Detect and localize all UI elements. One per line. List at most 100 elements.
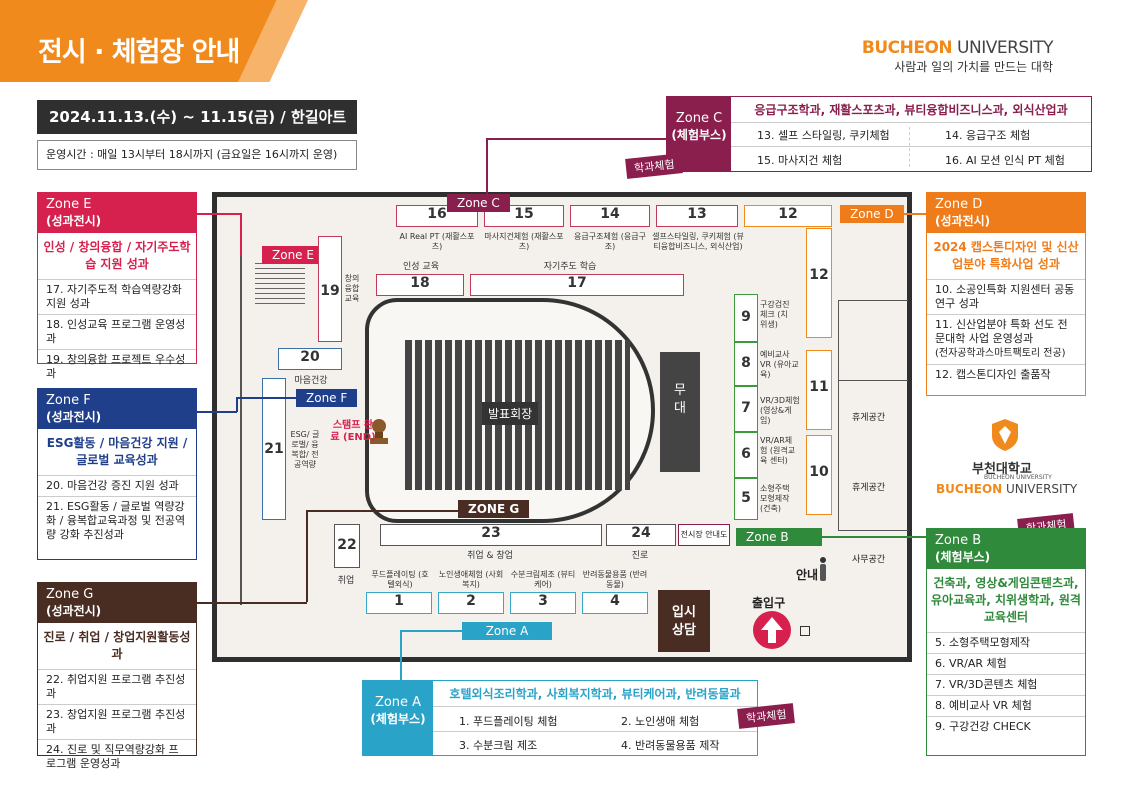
zone-g-item: 22. 취업지원 프로그램 추진성과 — [38, 670, 196, 705]
zone-d-item: 10. 소공인특화 지원센터 공동연구 성과 — [927, 280, 1085, 315]
zone-e-item: 19. 창의융합 프로젝트 우수성과 — [46, 353, 186, 380]
booth-20[interactable]: 20 — [278, 348, 342, 370]
zone-g-subtitle: 진로 / 취업 / 창업지원활동성과 — [38, 623, 196, 670]
zone-f-type: (성과전시) — [46, 410, 102, 424]
zone-a-depts: 호텔외식조리학과, 사회복지학과, 뷰티케어과, 반려동물과 — [433, 681, 757, 707]
zone-g-item: 24. 진로 및 직무역량강화 프로그램 운영성과 — [46, 743, 179, 770]
zone-c-map-tag: Zone C — [447, 194, 510, 212]
zone-d-item: 12. 캡스톤디자인 출품작 — [935, 368, 1051, 381]
zone-b-item: 6. VR/AR 체험 — [927, 654, 1085, 675]
booth-18-label: 인성 교육 — [403, 262, 439, 272]
zone-c-item: 13. 셀프 스타일링, 쿠키체험 — [757, 129, 890, 142]
zone-a-name: Zone A — [374, 695, 422, 710]
booth-9-label: 구강검진 체크 (치위생) — [760, 300, 790, 329]
zone-g-type: (성과전시) — [46, 604, 102, 618]
booth-24[interactable]: 24 — [606, 524, 676, 546]
stairs-icon — [255, 262, 305, 304]
zone-c-item: 15. 마사지건 체험 — [757, 154, 843, 167]
zone-a-type: (체험부스) — [370, 712, 426, 726]
booth-9[interactable]: 9 — [734, 294, 758, 342]
booth-12-side[interactable]: 12 — [806, 228, 832, 338]
booth-13[interactable]: 13 — [656, 205, 738, 227]
entrance-label: 출입구 — [752, 596, 786, 610]
zone-a-map-tag: Zone A — [462, 622, 552, 640]
booth-4-label: 반려동물용품 (반려동물) — [582, 570, 648, 589]
booth-23-label: 취업 & 창업 — [467, 551, 513, 561]
zone-d-panel: Zone D(성과전시) 2024 캡스톤디자인 및 신산업분야 특화사업 성과… — [926, 192, 1086, 396]
booth-7[interactable]: 7 — [734, 386, 758, 432]
zone-e-panel: Zone E(성과전시) 인성 / 창의융합 / 자기주도학습 지원 성과 17… — [37, 192, 197, 380]
zone-d-item: 11. 신산업분야 특화 선도 전문대학 사업 운영성과(전자공학과스마트팩토리… — [927, 315, 1085, 365]
zone-a-panel: Zone A (체험부스) 호텔외식조리학과, 사회복지학과, 뷰티케어과, 반… — [362, 680, 758, 756]
booth-7-label: VR/3D체험 (영상&게임) — [760, 396, 800, 425]
zone-e-item: 17. 자기주도적 학습역량강화 지원 성과 — [38, 280, 196, 315]
booth-5-label: 소형주택 모형제작 (건축) — [760, 484, 790, 513]
zone-b-panel: Zone B (체험부스) 건축과, 영상&게임콘텐츠과, 유아교육과, 치위생학… — [926, 528, 1086, 756]
zone-e-type: (성과전시) — [46, 214, 102, 228]
office-label: 사무공간 — [852, 555, 886, 565]
logo-en-small: BUCHEON UNIVERSITY — [984, 474, 1052, 481]
guide-map-box: 전시장 안내도 — [678, 524, 730, 546]
booth-8-label: 예비교사VR (유아교육) — [760, 350, 799, 379]
zone-b-type: (체험부스) — [935, 550, 991, 564]
zone-g-map-tag: ZONE G — [458, 500, 530, 518]
logo-kr: 부천대학교 — [972, 462, 1032, 477]
zone-e-name: Zone E — [46, 197, 92, 212]
booth-19[interactable]: 19 — [318, 236, 342, 342]
zone-b-depts: 건축과, 영상&게임콘텐츠과, 유아교육과, 치위생학과, 원격교육센터 — [927, 569, 1085, 633]
zone-f-name: Zone F — [46, 393, 91, 408]
booth-14-label: 응급구조체험 (응급구조) — [574, 232, 646, 251]
zone-b-item: 8. 예비교사 VR 체험 — [927, 696, 1085, 717]
booth-21-label: ESG/ 글로벌/ 융복합/ 전공역량 — [290, 430, 320, 469]
zone-d-name: Zone D — [935, 197, 983, 212]
page-title: 전시 · 체험장 안내 — [38, 37, 240, 68]
university-emblem-icon — [990, 418, 1020, 452]
booth-2[interactable]: 2 — [438, 592, 504, 614]
booth-10[interactable]: 10 — [806, 435, 832, 515]
zone-f-panel: Zone F(성과전시) ESG활동 / 마음건강 지원 / 글로벌 교육성과 … — [37, 388, 197, 560]
zone-f-item: 21. ESG활동 / 글로벌 역량강화 / 융복합교육과정 및 전공역량 강화… — [46, 500, 186, 541]
zone-d-type: (성과전시) — [935, 214, 991, 228]
booth-18[interactable]: 18 — [376, 274, 464, 296]
booth-23[interactable]: 23 — [380, 524, 602, 546]
booth-11[interactable]: 11 — [806, 350, 832, 430]
zone-e-item: 18. 인성교육 프로그램 운영성과 — [38, 315, 196, 350]
booth-17-label: 자기주도 학습 — [543, 262, 597, 272]
admission-counseling[interactable]: 입시 상담 — [658, 590, 710, 652]
info-label: 안내 — [796, 568, 819, 582]
zone-b-item: 7. VR/3D콘텐츠 체험 — [927, 675, 1085, 696]
booth-16-label: AI Real PT (재활스포츠) — [399, 232, 475, 251]
booth-3[interactable]: 3 — [510, 592, 576, 614]
booth-21[interactable]: 21 — [262, 378, 286, 520]
booth-5[interactable]: 5 — [734, 478, 758, 520]
event-date: 2024.11.13.(수) ~ 11.15(금) / 한길아트홀 — [37, 100, 357, 160]
booth-6[interactable]: 6 — [734, 432, 758, 478]
zone-c-depts: 응급구조학과, 재활스포츠과, 뷰티융합비즈니스과, 외식산업과 — [731, 97, 1091, 123]
event-hours: 운영시간 : 매일 13시부터 18시까지 (금요일은 16시까지 운영) — [37, 140, 357, 170]
booth-1[interactable]: 1 — [366, 592, 432, 614]
zone-f-subtitle: ESG활동 / 마음건강 지원 / 글로벌 교육성과 — [38, 429, 196, 476]
zone-b-map-tag: Zone B — [736, 528, 822, 546]
zone-b-name: Zone B — [935, 533, 982, 548]
booth-4[interactable]: 4 — [582, 592, 648, 614]
guide-person-icon — [818, 556, 828, 582]
zone-b-item: 5. 소형주택모형제작 — [927, 633, 1085, 654]
zone-d-map-tag: Zone D — [840, 205, 904, 223]
lounge-2-label: 휴게공간 — [852, 483, 886, 493]
zone-c-tag: 학과체험 — [625, 153, 684, 179]
booth-15-label: 마사지건체험 (재활스포츠) — [484, 232, 564, 251]
zone-a-item: 3. 수분크림 제조 — [459, 739, 538, 752]
zone-a-item: 4. 반려동물용품 제작 — [621, 739, 720, 752]
stamp-end-label: 스탬프 완료 (END) — [330, 420, 376, 443]
booth-22[interactable]: 22 — [334, 524, 360, 568]
zone-c-type: (체험부스) — [671, 128, 727, 142]
zone-f-item: 20. 마음건강 증진 지원 성과 — [38, 476, 196, 497]
stamp-icon — [368, 418, 390, 446]
zone-g-name: Zone G — [46, 587, 94, 602]
booth-8[interactable]: 8 — [734, 342, 758, 386]
booth-17[interactable]: 17 — [470, 274, 684, 296]
booth-14[interactable]: 14 — [570, 205, 650, 227]
zone-a-item: 2. 노인생애 체험 — [621, 715, 700, 728]
zone-f-map-tag: Zone F — [296, 389, 358, 407]
booth-12[interactable]: 12 — [744, 205, 832, 227]
